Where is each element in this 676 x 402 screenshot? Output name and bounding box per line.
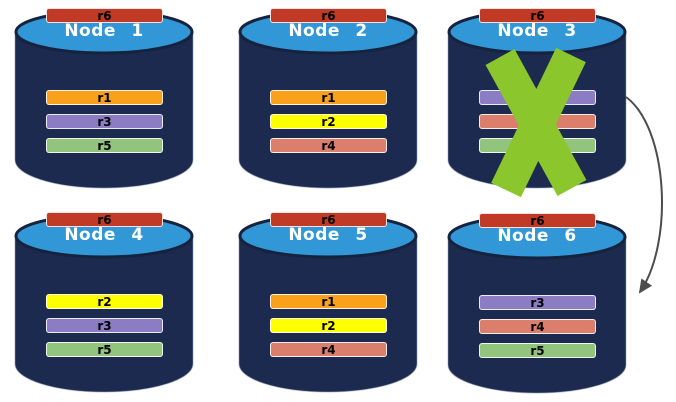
replica-label: r2 [97,294,112,309]
replica-bar: r6 [479,213,596,228]
replica-label: r5 [97,138,112,153]
replica-bar: r5 [46,138,163,153]
replica-bar: r5 [479,138,596,153]
replica-bar: r3 [479,90,596,105]
replica-label: r2 [321,318,336,333]
replica-label: r6 [97,8,112,23]
replica-bar: r6 [46,212,163,227]
replica-label: r6 [321,8,336,23]
replica-bar: r4 [479,319,596,334]
replica-label: r3 [97,318,112,333]
replica-bar: r6 [479,8,596,23]
replica-bar: r6 [46,8,163,23]
replica-label: r6 [321,212,336,227]
replica-label: r6 [530,213,545,228]
node-title: Node 2 [288,21,368,41]
replica-label: r3 [530,90,545,105]
replica-bar: r4 [479,114,596,129]
replica-bar: r2 [46,294,163,309]
replica-label: r5 [97,342,112,357]
node-title: Node 5 [288,225,368,245]
replica-bar: r1 [46,90,163,105]
node-title: Node 4 [64,225,144,245]
replica-label: r6 [97,212,112,227]
replica-label: r1 [321,90,336,105]
replica-bar: r4 [270,138,387,153]
replica-label: r5 [530,138,545,153]
node-6: Node 6 r3 r4 r5 r6 [446,213,628,399]
replica-label: r4 [530,319,545,334]
replica-bar: r2 [270,114,387,129]
replica-bar: r1 [270,90,387,105]
replica-bar: r3 [46,114,163,129]
replica-label: r4 [321,138,336,153]
replica-label: r5 [530,343,545,358]
replica-bar: r4 [270,342,387,357]
replica-bar: r6 [270,212,387,227]
replica-label: r3 [530,295,545,310]
replica-bar: r5 [479,343,596,358]
node-title: Node 3 [497,21,577,41]
replica-label: r2 [321,114,336,129]
replica-bar: r3 [46,318,163,333]
replica-bar: r6 [270,8,387,23]
node-title: Node 1 [64,21,144,41]
replica-label: r4 [530,114,545,129]
node-4: Node 4 r2 r3 r5 r6 [13,212,195,398]
replica-label: r1 [321,294,336,309]
node-1: Node 1 r1 r3 r5 r6 [13,8,195,194]
node-3: Node 3 r3 r4 r5 r6 [446,8,628,194]
replica-label: r4 [321,342,336,357]
replica-bar: r1 [270,294,387,309]
replica-bar: r2 [270,318,387,333]
data-transfer-arrow [625,96,663,294]
replica-label: r1 [97,90,112,105]
replica-label: r3 [97,114,112,129]
replica-bar: r3 [479,295,596,310]
node-2: Node 2 r1 r2 r4 r6 [237,8,419,194]
node-title: Node 6 [497,226,577,246]
node-5: Node 5 r1 r2 r4 r6 [237,212,419,398]
replica-bar: r5 [46,342,163,357]
replica-label: r6 [530,8,545,23]
